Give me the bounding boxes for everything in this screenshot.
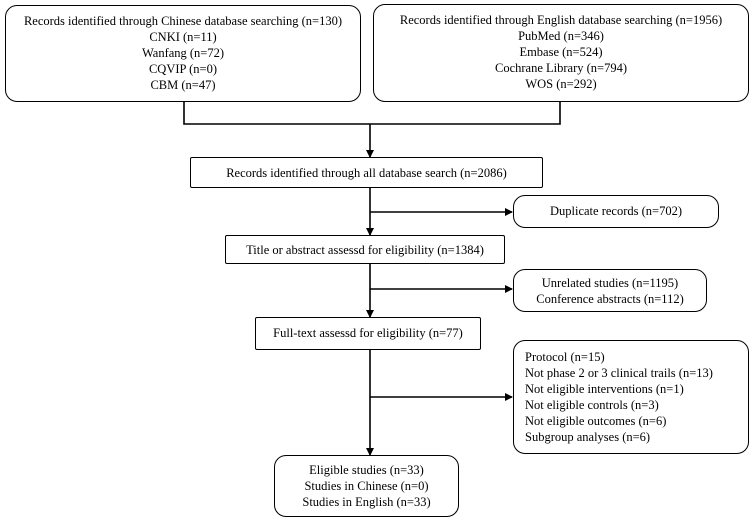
merge-connector	[183, 102, 561, 125]
excluded-fulltext-box: Protocol (n=15) Not phase 2 or 3 clinica…	[513, 340, 749, 454]
english-db-wos: WOS (n=292)	[525, 77, 597, 91]
excluded-screening-box: Unrelated studies (n=1195) Conference ab…	[513, 269, 707, 312]
english-search-box: Records identified through English datab…	[373, 4, 749, 102]
title-abstract-box: Title or abstract assessd for eligibilit…	[225, 235, 505, 264]
chinese-db-wanfang: Wanfang (n=72)	[141, 46, 225, 60]
duplicates-box: Duplicate records (n=702)	[513, 195, 719, 228]
english-search-title: Records identified through English datab…	[399, 13, 723, 27]
excluded-unrelated: Unrelated studies (n=1195)	[541, 276, 679, 290]
all-records-text: Records identified through all database …	[226, 166, 507, 180]
eligible-chinese: Studies in Chinese (n=0)	[304, 479, 429, 493]
english-db-cochrane: Cochrane Library (n=794)	[494, 61, 627, 75]
title-abstract-text: Title or abstract assessd for eligibilit…	[246, 243, 484, 257]
excluded-subgroup: Subgroup analyses (n=6)	[525, 430, 651, 444]
eligible-total: Eligible studies (n=33)	[309, 463, 424, 477]
excluded-interventions: Not eligible interventions (n=1)	[525, 382, 684, 396]
chinese-db-cqvip: CQVIP (n=0)	[148, 62, 218, 76]
excluded-conference: Conference abstracts (n=112)	[536, 292, 684, 306]
full-text-box: Full-text assessd for eligibility (n=77)	[255, 317, 481, 350]
duplicates-text: Duplicate records (n=702)	[549, 204, 682, 218]
excluded-phase: Not phase 2 or 3 clinical trails (n=13)	[525, 366, 713, 380]
excluded-outcomes: Not eligible outcomes (n=6)	[525, 414, 667, 428]
eligible-english: Studies in English (n=33)	[302, 495, 431, 509]
excluded-controls: Not eligible controls (n=3)	[525, 398, 659, 412]
full-text-text: Full-text assessd for eligibility (n=77)	[273, 326, 463, 340]
chinese-search-title: Records identified through Chinese datab…	[23, 14, 343, 28]
chinese-db-cbm: CBM (n=47)	[150, 78, 216, 92]
eligible-studies-box: Eligible studies (n=33) Studies in Chine…	[274, 455, 459, 517]
chinese-db-cnki: CNKI (n=11)	[149, 30, 217, 44]
english-db-pubmed: PubMed (n=346)	[518, 29, 604, 43]
all-records-box: Records identified through all database …	[190, 157, 543, 188]
english-db-embase: Embase (n=524)	[519, 45, 603, 59]
excluded-protocol: Protocol (n=15)	[525, 350, 605, 364]
chinese-search-box: Records identified through Chinese datab…	[5, 5, 361, 102]
